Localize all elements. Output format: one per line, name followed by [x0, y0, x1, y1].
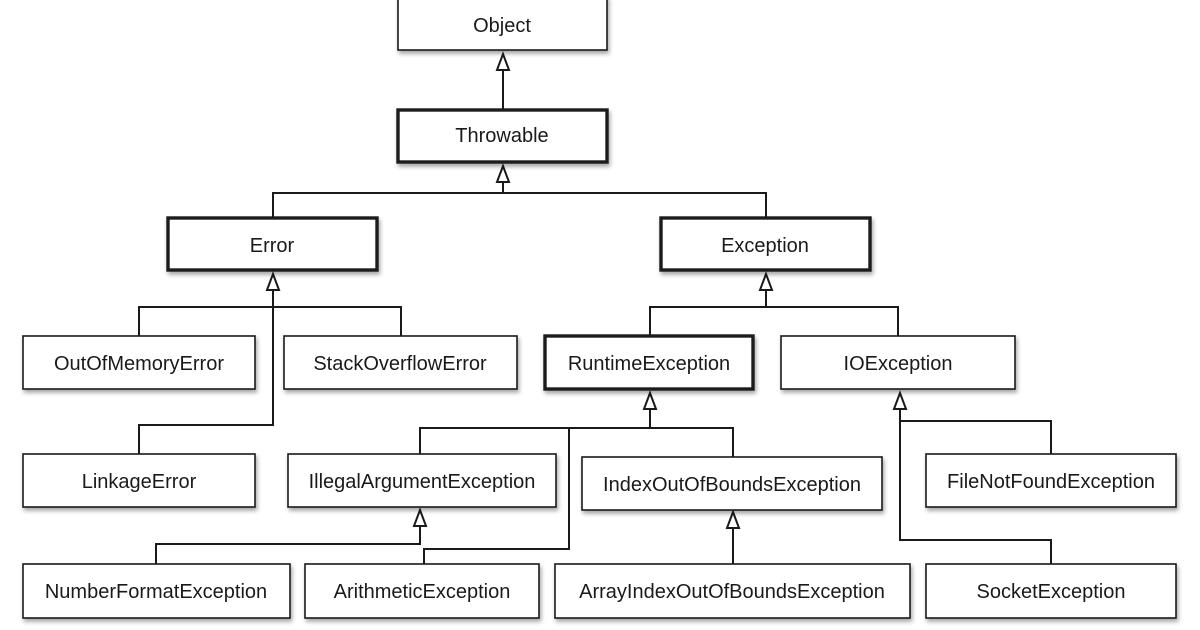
- edge-stackoverflow-error: [273, 306, 402, 336]
- class-label-index-out-of-bounds-exception: IndexOutOfBoundsException: [603, 474, 861, 496]
- arrowhead-error: [265, 271, 281, 291]
- arrowhead-illegal-argument: [412, 507, 428, 527]
- edge-outofmemory-error: [138, 306, 273, 336]
- edge-arithmetic-runtime: [423, 428, 570, 564]
- class-label-number-format-exception: NumberFormatException: [45, 581, 267, 603]
- class-label-out-of-memory-error: OutOfMemoryError: [54, 353, 224, 375]
- class-box-illegal-argument-exception: IllegalArgumentException: [287, 453, 557, 508]
- class-label-socket-exception: SocketException: [977, 581, 1126, 603]
- class-box-runtime-exception: RuntimeException: [543, 334, 755, 391]
- class-box-file-not-found-exception: FileNotFoundException: [925, 453, 1177, 508]
- arrowhead-object: [495, 51, 511, 71]
- arrowhead-exception: [758, 271, 774, 291]
- edge-io-exception: [766, 306, 899, 336]
- class-label-object: Object: [473, 15, 531, 37]
- class-box-out-of-memory-error: OutOfMemoryError: [22, 335, 256, 390]
- edge-linkage-error: [138, 290, 274, 454]
- class-box-linkage-error: LinkageError: [22, 453, 256, 508]
- class-label-stack-overflow-error: StackOverflowError: [313, 353, 487, 375]
- class-box-throwable: Throwable: [396, 108, 609, 164]
- class-label-linkage-error: LinkageError: [82, 471, 197, 493]
- arrowheads: [265, 51, 908, 529]
- edge-exception-throwable: [503, 192, 767, 218]
- class-label-exception: Exception: [721, 235, 809, 257]
- edge-socket-io: [899, 421, 1052, 564]
- edge-illegalargument-runtime: [419, 409, 651, 454]
- class-box-object: Object: [397, 0, 608, 51]
- class-label-illegal-argument-exception: IllegalArgumentException: [309, 471, 536, 493]
- edge-indexoutofbounds-runtime: [650, 427, 734, 457]
- class-label-throwable: Throwable: [455, 125, 548, 147]
- class-box-socket-exception: SocketException: [925, 563, 1177, 619]
- arrowhead-io-exception: [892, 390, 908, 410]
- class-box-index-out-of-bounds-exception: IndexOutOfBoundsException: [581, 456, 883, 511]
- class-box-exception: Exception: [659, 216, 872, 272]
- connectors: [138, 70, 1052, 564]
- edge-runtime-exception: [649, 290, 767, 336]
- class-label-array-index-out-of-bounds-exception: ArrayIndexOutOfBoundsException: [579, 581, 885, 603]
- class-label-io-exception: IOException: [844, 353, 953, 375]
- class-box-arithmetic-exception: ArithmeticException: [304, 563, 540, 619]
- arrowhead-runtime-exception: [642, 390, 658, 410]
- class-box-io-exception: IOException: [780, 335, 1016, 390]
- class-box-error: Error: [166, 216, 379, 272]
- arrowhead-index-out-of-bounds: [725, 509, 741, 529]
- class-box-array-index-out-of-bounds-exception: ArrayIndexOutOfBoundsException: [554, 563, 911, 619]
- class-box-stack-overflow-error: StackOverflowError: [283, 335, 518, 390]
- edge-filenotfound-io: [899, 409, 1052, 454]
- class-label-file-not-found-exception: FileNotFoundException: [947, 471, 1155, 493]
- arrowhead-throwable: [495, 163, 511, 183]
- edge-error-throwable: [272, 182, 504, 218]
- class-label-error: Error: [250, 235, 295, 257]
- class-label-runtime-exception: RuntimeException: [568, 353, 730, 375]
- edge-numberformat-illegalargument: [155, 526, 421, 564]
- class-box-number-format-exception: NumberFormatException: [22, 563, 291, 619]
- class-label-arithmetic-exception: ArithmeticException: [334, 581, 511, 603]
